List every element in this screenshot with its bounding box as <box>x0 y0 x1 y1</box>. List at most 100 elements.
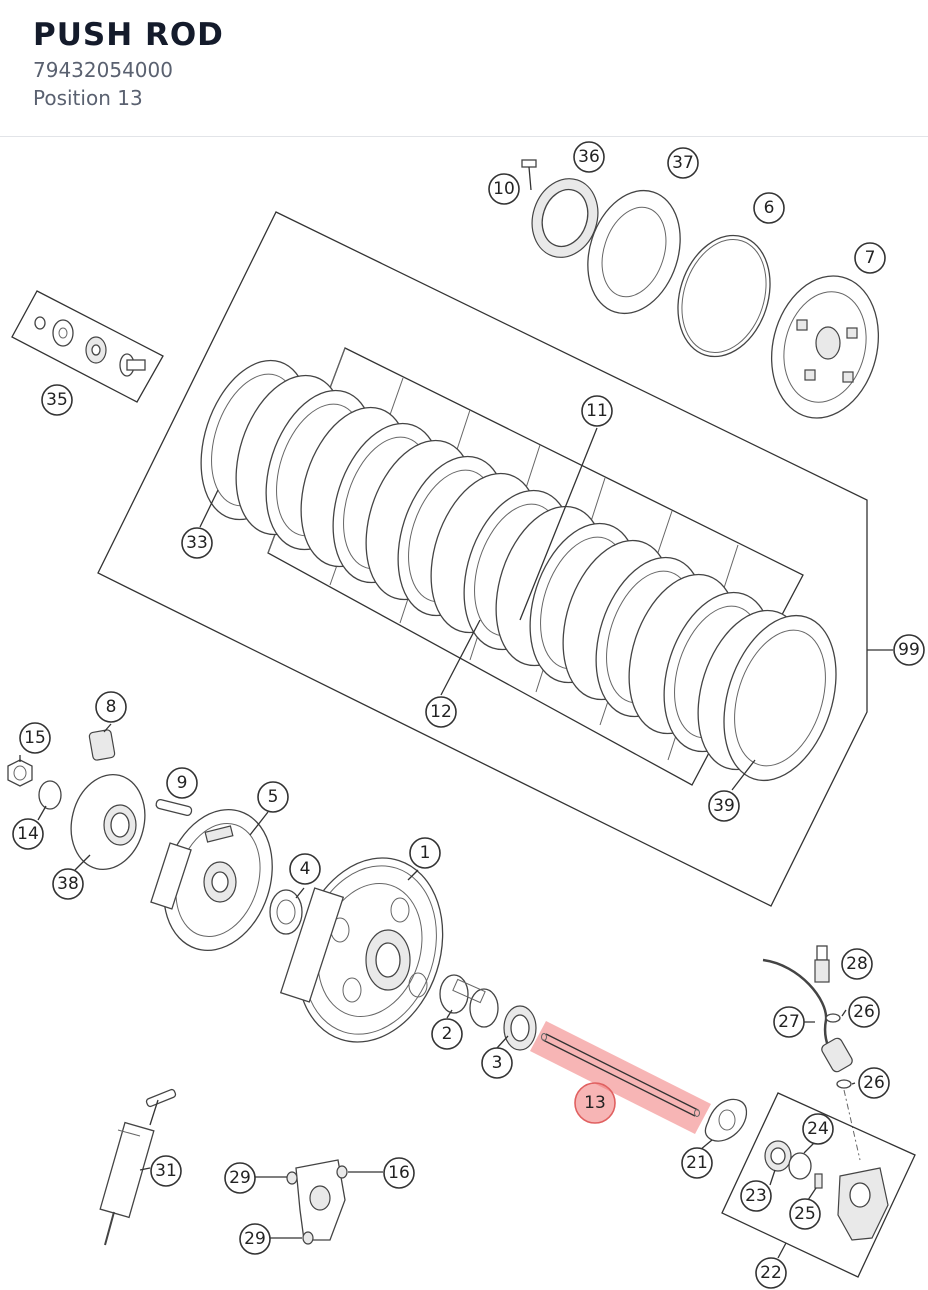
callout-39[interactable]: 39 <box>708 790 740 822</box>
callout-13-selected[interactable]: 13 <box>574 1082 616 1124</box>
callout-label: 29 <box>229 1168 251 1188</box>
callout-label: 39 <box>713 796 735 816</box>
callout-26[interactable]: 26 <box>848 996 880 1028</box>
part-16-release-lever <box>286 1159 348 1245</box>
callout-label: 14 <box>17 824 39 844</box>
part-15-nut <box>7 759 33 787</box>
part-36-bearing-disc <box>531 178 599 258</box>
part-37-washer <box>587 189 681 315</box>
callout-label: 26 <box>853 1002 875 1022</box>
part-27-hose <box>762 958 853 1073</box>
part-38-inner-hub <box>70 773 146 871</box>
callout-22[interactable]: 22 <box>755 1257 787 1289</box>
callout-3[interactable]: 3 <box>481 1047 513 1079</box>
callout-label: 24 <box>807 1119 829 1139</box>
part-23-piston <box>764 1140 792 1172</box>
callout-33[interactable]: 33 <box>181 527 213 559</box>
callout-12[interactable]: 12 <box>425 696 457 728</box>
slave-cylinder-22-box <box>721 1092 916 1278</box>
callout-label: 12 <box>430 702 452 722</box>
callout-label: 27 <box>778 1012 800 1032</box>
callout-label: 11 <box>586 401 608 421</box>
callout-27[interactable]: 27 <box>773 1006 805 1038</box>
part-24-o-ring <box>788 1152 812 1180</box>
callout-14[interactable]: 14 <box>12 818 44 850</box>
callout-21[interactable]: 21 <box>681 1147 713 1179</box>
part-5-clutch-basket <box>150 809 273 951</box>
callout-16[interactable]: 16 <box>383 1157 415 1189</box>
callout-label: 2 <box>442 1024 453 1044</box>
part-9-pin <box>155 798 193 817</box>
callout-label: 3 <box>492 1053 503 1073</box>
callout-15[interactable]: 15 <box>19 722 51 754</box>
kit-35-box <box>11 290 164 403</box>
callout-label: 16 <box>388 1163 410 1183</box>
part-26-seal-ring-lower <box>836 1079 852 1089</box>
callout-label: 33 <box>186 533 208 553</box>
part-13-push-rod[interactable] <box>530 1021 711 1134</box>
part-26-seal-ring-upper <box>825 1013 841 1023</box>
callout-29[interactable]: 29 <box>239 1223 271 1255</box>
callout-38[interactable]: 38 <box>52 868 84 900</box>
callout-11[interactable]: 11 <box>581 395 613 427</box>
part-8-clip <box>88 729 116 761</box>
callout-label: 99 <box>898 640 920 660</box>
part-31-grease-syringe <box>99 1088 177 1246</box>
callout-36[interactable]: 36 <box>573 141 605 173</box>
part-21-gasket <box>704 1098 748 1142</box>
callout-5[interactable]: 5 <box>257 781 289 813</box>
part-10-screw <box>521 159 537 191</box>
part-position: Position 13 <box>33 86 143 110</box>
callout-10[interactable]: 10 <box>488 173 520 205</box>
callout-25[interactable]: 25 <box>789 1198 821 1230</box>
callout-4[interactable]: 4 <box>289 853 321 885</box>
callout-7[interactable]: 7 <box>854 242 886 274</box>
callout-label: 1 <box>420 843 431 863</box>
part-4-washer <box>269 889 303 935</box>
callout-24[interactable]: 24 <box>802 1113 834 1145</box>
callout-label: 6 <box>764 198 775 218</box>
callout-2[interactable]: 2 <box>431 1018 463 1050</box>
callout-35[interactable]: 35 <box>41 384 73 416</box>
callout-label: 8 <box>106 697 117 717</box>
part-25-bleed-nipple <box>814 1173 823 1189</box>
part-3-bushing <box>503 1005 537 1051</box>
callout-label: 9 <box>177 773 188 793</box>
callout-8[interactable]: 8 <box>95 691 127 723</box>
part-2-needle-bearing <box>439 974 499 1028</box>
part-number: 79432054000 <box>33 58 173 82</box>
callout-37[interactable]: 37 <box>667 147 699 179</box>
part-7-pressure-plate <box>770 275 880 419</box>
callout-label: 21 <box>686 1153 708 1173</box>
clutch-plate-stack <box>200 359 837 782</box>
callout-label: 4 <box>300 859 311 879</box>
callout-label: 37 <box>672 153 694 173</box>
callout-label: 36 <box>578 147 600 167</box>
slave-cylinder-body <box>837 1167 889 1241</box>
callout-29[interactable]: 29 <box>224 1162 256 1194</box>
callout-label: 7 <box>865 248 876 268</box>
callout-23[interactable]: 23 <box>740 1180 772 1212</box>
part-header: PUSH ROD 79432054000 Position 13 <box>0 0 928 137</box>
callout-label: 26 <box>863 1073 885 1093</box>
part-28-bleed-screw <box>814 945 830 983</box>
callout-31[interactable]: 31 <box>150 1155 182 1187</box>
callout-label: 28 <box>846 954 868 974</box>
callout-1[interactable]: 1 <box>409 837 441 869</box>
callout-label: 10 <box>493 179 515 199</box>
callout-label: 15 <box>24 728 46 748</box>
callout-label: 5 <box>268 787 279 807</box>
callout-label: 29 <box>244 1229 266 1249</box>
callout-label: 25 <box>794 1204 816 1224</box>
callout-28[interactable]: 28 <box>841 948 873 980</box>
callout-label: 22 <box>760 1263 782 1283</box>
callout-9[interactable]: 9 <box>166 767 198 799</box>
callout-99[interactable]: 99 <box>893 634 925 666</box>
callout-26[interactable]: 26 <box>858 1067 890 1099</box>
part-6-ring <box>677 234 771 358</box>
callout-label: 31 <box>155 1161 177 1181</box>
callout-label: 38 <box>57 874 79 894</box>
callout-6[interactable]: 6 <box>753 192 785 224</box>
part-14-lock-washer <box>38 780 62 810</box>
